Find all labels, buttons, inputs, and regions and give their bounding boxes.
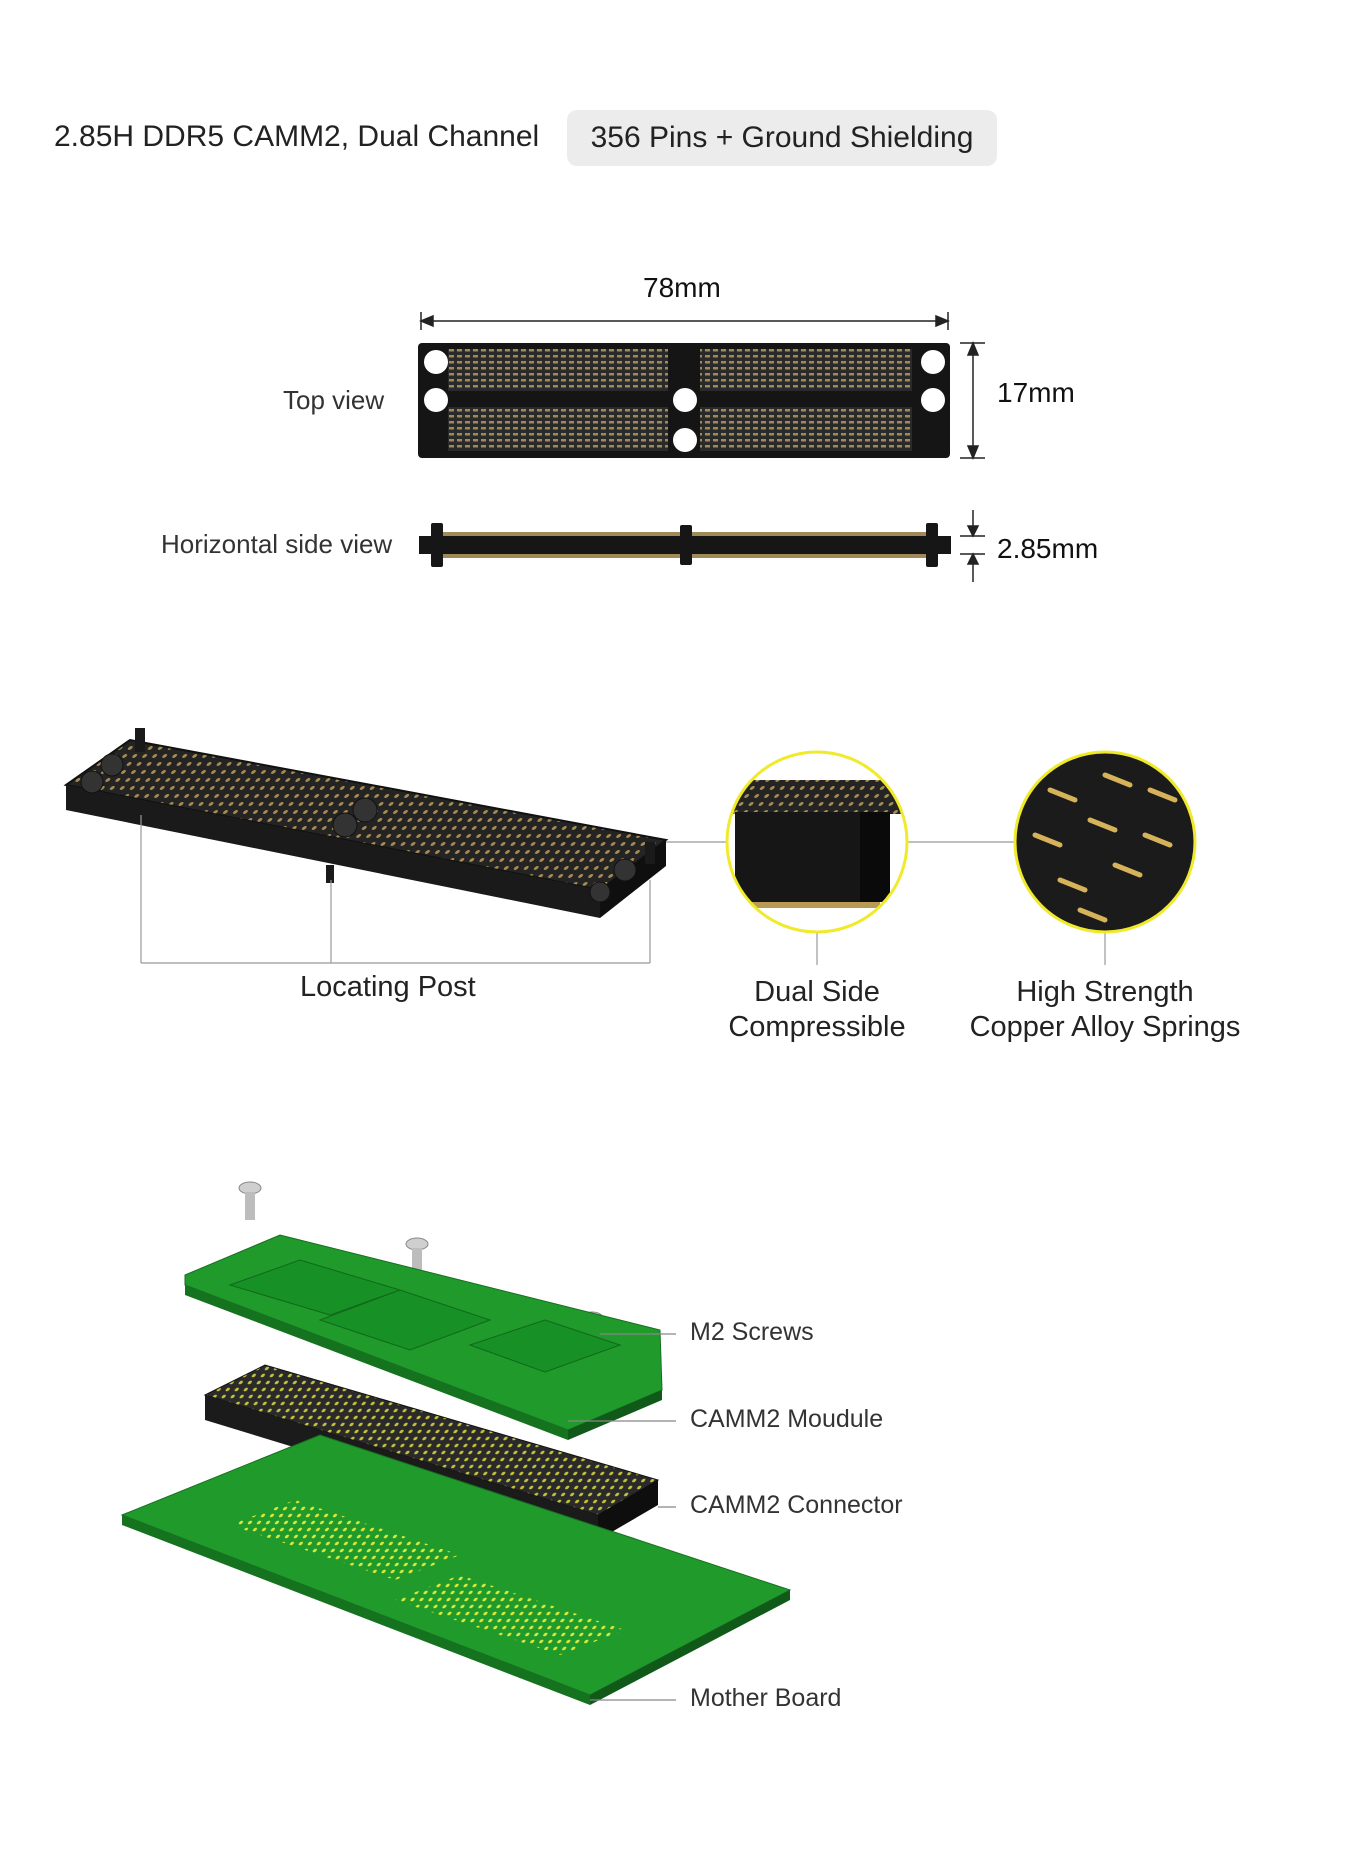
camm2-connector-part <box>203 1364 660 1540</box>
m2-screws-label: M2 Screws <box>690 1318 814 1346</box>
dimension-drawing <box>418 312 985 582</box>
dual-side-line1: Dual Side <box>754 976 880 1008</box>
pin-count-text: 356 Pins + Ground Shielding <box>590 121 974 154</box>
height-arrow <box>960 510 985 582</box>
feature-drawing <box>63 728 1197 965</box>
springs-line2: Copper Alloy Springs <box>969 1011 1241 1043</box>
m2-screws <box>238 1181 604 1350</box>
depth-dimension: 17mm <box>997 377 1075 408</box>
mother-board-part <box>120 1434 792 1705</box>
springs-callout <box>1013 750 1197 934</box>
width-dimension: 78mm <box>643 272 721 303</box>
camm2-connector-label: CAMM2 Connector <box>690 1491 903 1519</box>
dual-side-line2: Compressible <box>728 1011 906 1043</box>
top-view-label: Top view <box>283 385 385 415</box>
width-arrow <box>419 312 950 330</box>
locating-post-bracket <box>140 815 1106 965</box>
product-title: 2.85H DDR5 CAMM2, Dual Channel <box>54 120 540 153</box>
springs-label: High Strength Copper Alloy Springs <box>955 975 1255 1045</box>
height-dimension: 2.85mm <box>997 533 1099 564</box>
camm2-module-board <box>184 1234 663 1440</box>
top-view-connector <box>418 343 950 458</box>
pin-count-badge: 356 Pins + Ground Shielding <box>567 110 997 166</box>
iso-connector <box>63 728 669 918</box>
dual-side-callout <box>725 750 909 934</box>
depth-arrow <box>960 341 985 460</box>
mother-board-label: Mother Board <box>690 1684 842 1712</box>
side-view-label: Horizontal side view <box>161 529 393 559</box>
springs-line1: High Strength <box>1016 976 1194 1008</box>
side-view-connector <box>419 523 951 567</box>
camm2-module-label: CAMM2 Moudule <box>690 1405 884 1433</box>
dual-side-label: Dual Side Compressible <box>717 975 917 1045</box>
locating-post-label: Locating Post <box>300 971 476 1003</box>
